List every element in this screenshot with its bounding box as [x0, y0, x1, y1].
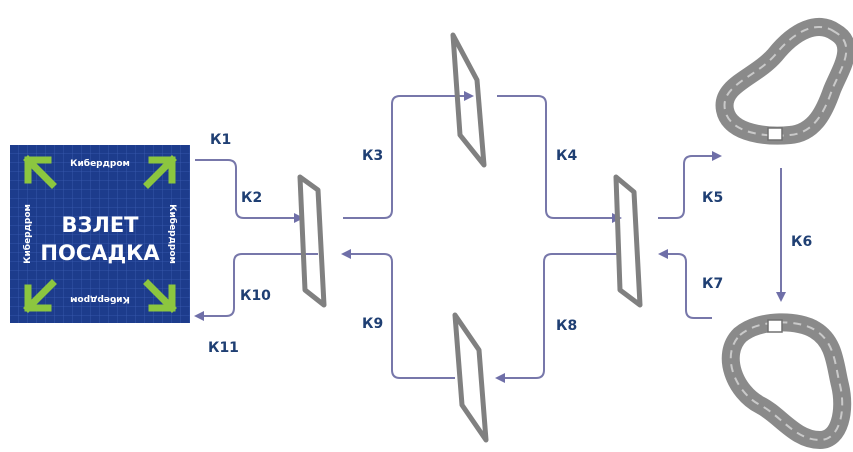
label-k8: К8: [556, 318, 577, 334]
label-k1: К1: [210, 132, 231, 148]
gate-right: [613, 174, 643, 308]
label-k4: К4: [556, 148, 577, 164]
label-k2: К2: [241, 190, 262, 206]
label-k7: К7: [702, 276, 723, 292]
route-k3: [343, 91, 474, 219]
pad-brand-right: Кибердром: [167, 204, 178, 264]
corner-arrow-icon: [23, 155, 177, 313]
race-track-bottom: [721, 313, 852, 450]
pad-title-line2: ПОСАДКА: [40, 241, 160, 265]
label-k10: К10: [240, 288, 271, 304]
pad-brand-bottom: Кибердром: [70, 294, 130, 305]
label-k11: К11: [208, 340, 239, 356]
pad-brand-left: Кибердром: [22, 204, 33, 264]
route-k5: [658, 151, 722, 219]
route-k8: [495, 253, 618, 383]
segment-labels: К1 К2 К3 К4 К5 К6 К7 К8 К9 К10 К11: [208, 132, 812, 356]
gates: [297, 32, 643, 443]
gate-bottom: [452, 312, 489, 443]
label-k3: К3: [362, 148, 383, 164]
label-k9: К9: [362, 316, 383, 332]
route-k9: [341, 249, 455, 379]
gate-left: [297, 174, 327, 308]
route-k4: [497, 95, 622, 223]
route-k7: [658, 249, 712, 319]
pad-brand-top: Кибердром: [70, 158, 130, 169]
route-lines: [194, 91, 786, 383]
label-k5: К5: [702, 190, 723, 206]
route-k10-k11: [194, 253, 318, 321]
takeoff-landing-pad: ВЗЛЕТ ПОСАДКА Кибердром Кибердром Киберд…: [10, 145, 190, 323]
pad-title-line1: ВЗЛЕТ: [61, 213, 139, 237]
gate-top: [450, 32, 487, 168]
label-k6: К6: [791, 234, 812, 250]
route-k1-k2: [195, 159, 304, 223]
race-track-top: [715, 18, 853, 145]
